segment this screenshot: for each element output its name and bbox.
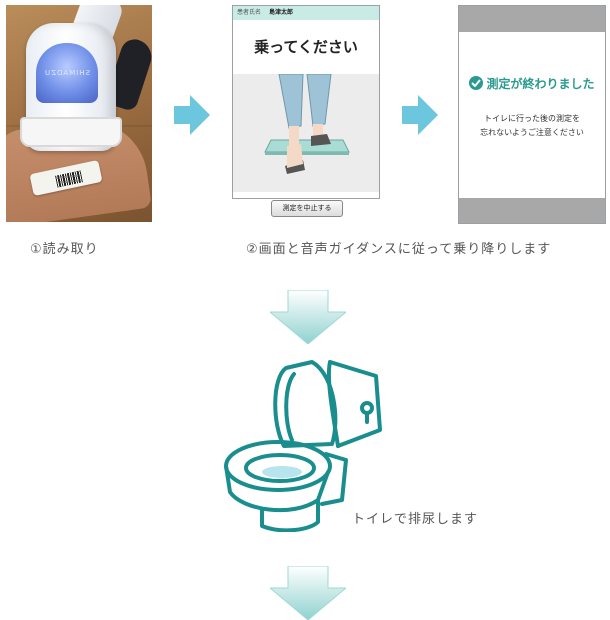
checkmark-icon [469, 76, 484, 90]
step4-caption: トイレで排尿します [352, 512, 479, 527]
scanner-brand: SHIMADZU [44, 69, 90, 77]
step1-caption: ①読み取り [30, 242, 99, 257]
note-line-1: トイレに行った後の測定を [484, 114, 580, 123]
patient-name: 島津太郎 [268, 9, 293, 16]
reminder-note: トイレに行った後の測定を 忘れないようご注意ください [458, 112, 606, 140]
done-panel [459, 32, 605, 198]
person-on-scale-illustration [264, 73, 350, 174]
patient-header: 患者氏名 島津太郎 [233, 6, 379, 20]
note-line-2: 忘れないようご注意ください [480, 128, 584, 137]
ride-instruction: 乗ってください [254, 38, 358, 56]
patient-label: 患者氏名 [237, 9, 262, 16]
arrow-down-icon [270, 566, 346, 620]
done-title: 測定が終わりました [486, 77, 595, 91]
arrow-right-icon [402, 95, 438, 135]
arrow-down-icon [270, 290, 346, 344]
stop-measurement-button[interactable]: 測定を中止する [271, 200, 343, 217]
arrow-right-icon [174, 95, 210, 135]
toilet-icon [224, 360, 382, 532]
step2-caption: ②画面と音声ガイダンスに従って乗り降りします [246, 242, 552, 257]
scale-illustration [233, 73, 379, 192]
measurement-done-screen [458, 5, 606, 224]
scanner-photo: SHIMADZU [6, 5, 152, 222]
done-message: 測定が終わりました [458, 75, 606, 92]
